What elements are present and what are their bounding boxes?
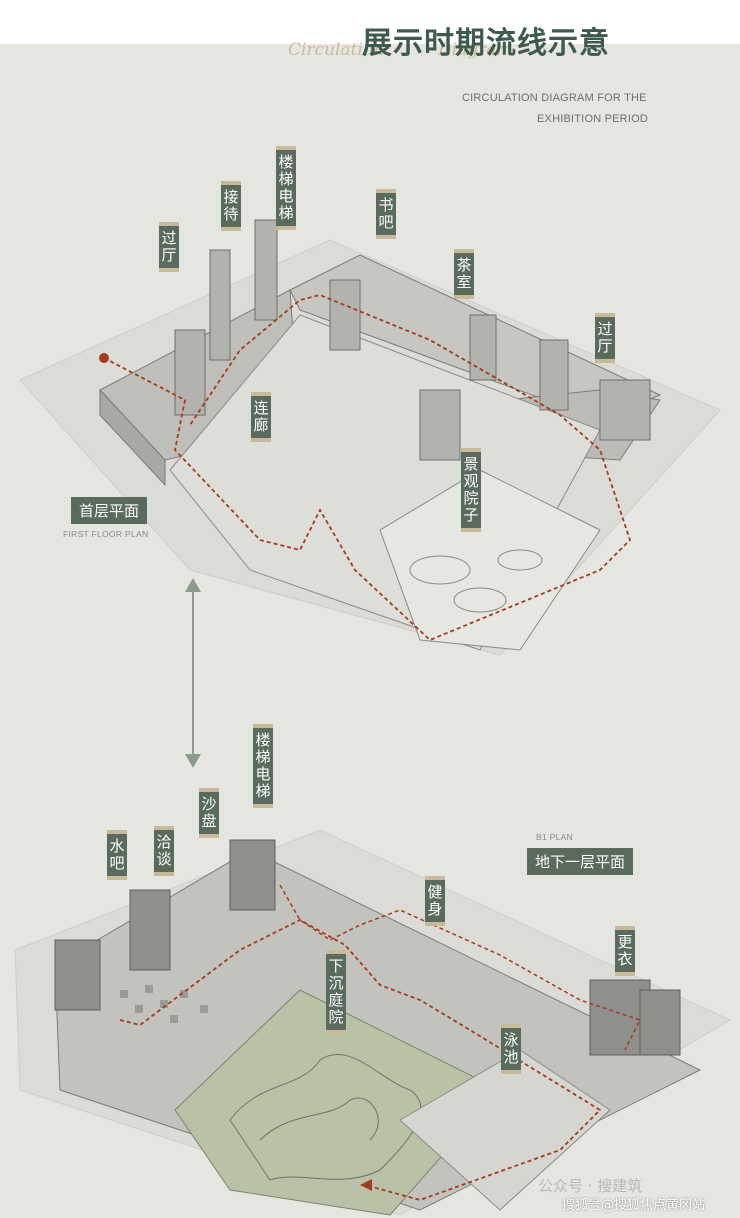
floor-link-arrow: [185, 578, 201, 768]
label-landscape-courtyard: 景观院子: [461, 448, 481, 532]
first-floor-en: FIRST FLOOR PLAN: [63, 529, 149, 539]
label-water-bar: 水吧: [107, 830, 127, 880]
label-negotiation: 洽谈: [154, 826, 174, 876]
label-stair-elevator-ff: 楼梯电梯: [276, 146, 296, 230]
basement-en: B1 PLAN: [536, 832, 574, 842]
script-title-left: Circulation: [288, 40, 385, 60]
subtitle-line-1: CIRCULATION DIAGRAM FOR THE: [462, 92, 647, 104]
label-changing-room: 更衣: [615, 926, 635, 976]
label-corridor: 连廊: [251, 392, 271, 442]
label-book-bar: 书吧: [376, 189, 396, 239]
label-gym: 健身: [425, 876, 445, 926]
basement-badge: 地下一层平面: [527, 848, 634, 875]
first-floor-plan-illustration: [19, 219, 721, 656]
watermark-account: 公众号 · 搜建筑: [538, 1177, 643, 1195]
label-hall-left: 过厅: [159, 222, 179, 272]
label-sunken-courtyard: 下沉庭院: [326, 950, 346, 1034]
label-reception: 接待: [221, 181, 241, 231]
label-hall-right: 过厅: [595, 313, 615, 363]
label-stair-elevator-b1: 楼梯电梯: [253, 724, 273, 808]
label-pool: 泳池: [501, 1024, 521, 1074]
subtitle-line-2: EXHIBITION PERIOD: [537, 113, 648, 125]
label-tea-room: 茶室: [454, 249, 474, 299]
first-floor-badge: 首层平面: [71, 497, 148, 524]
watermark-sohu: 搜狐号@搜狐焦点黄冈站: [562, 1198, 706, 1213]
label-sand-table: 沙盘: [199, 788, 219, 838]
script-title-right: Diagram: [438, 40, 513, 60]
basement-plan-illustration: [14, 829, 732, 1216]
header-band: [0, 0, 740, 44]
page-title: 展示时期流线示意: [362, 26, 610, 61]
